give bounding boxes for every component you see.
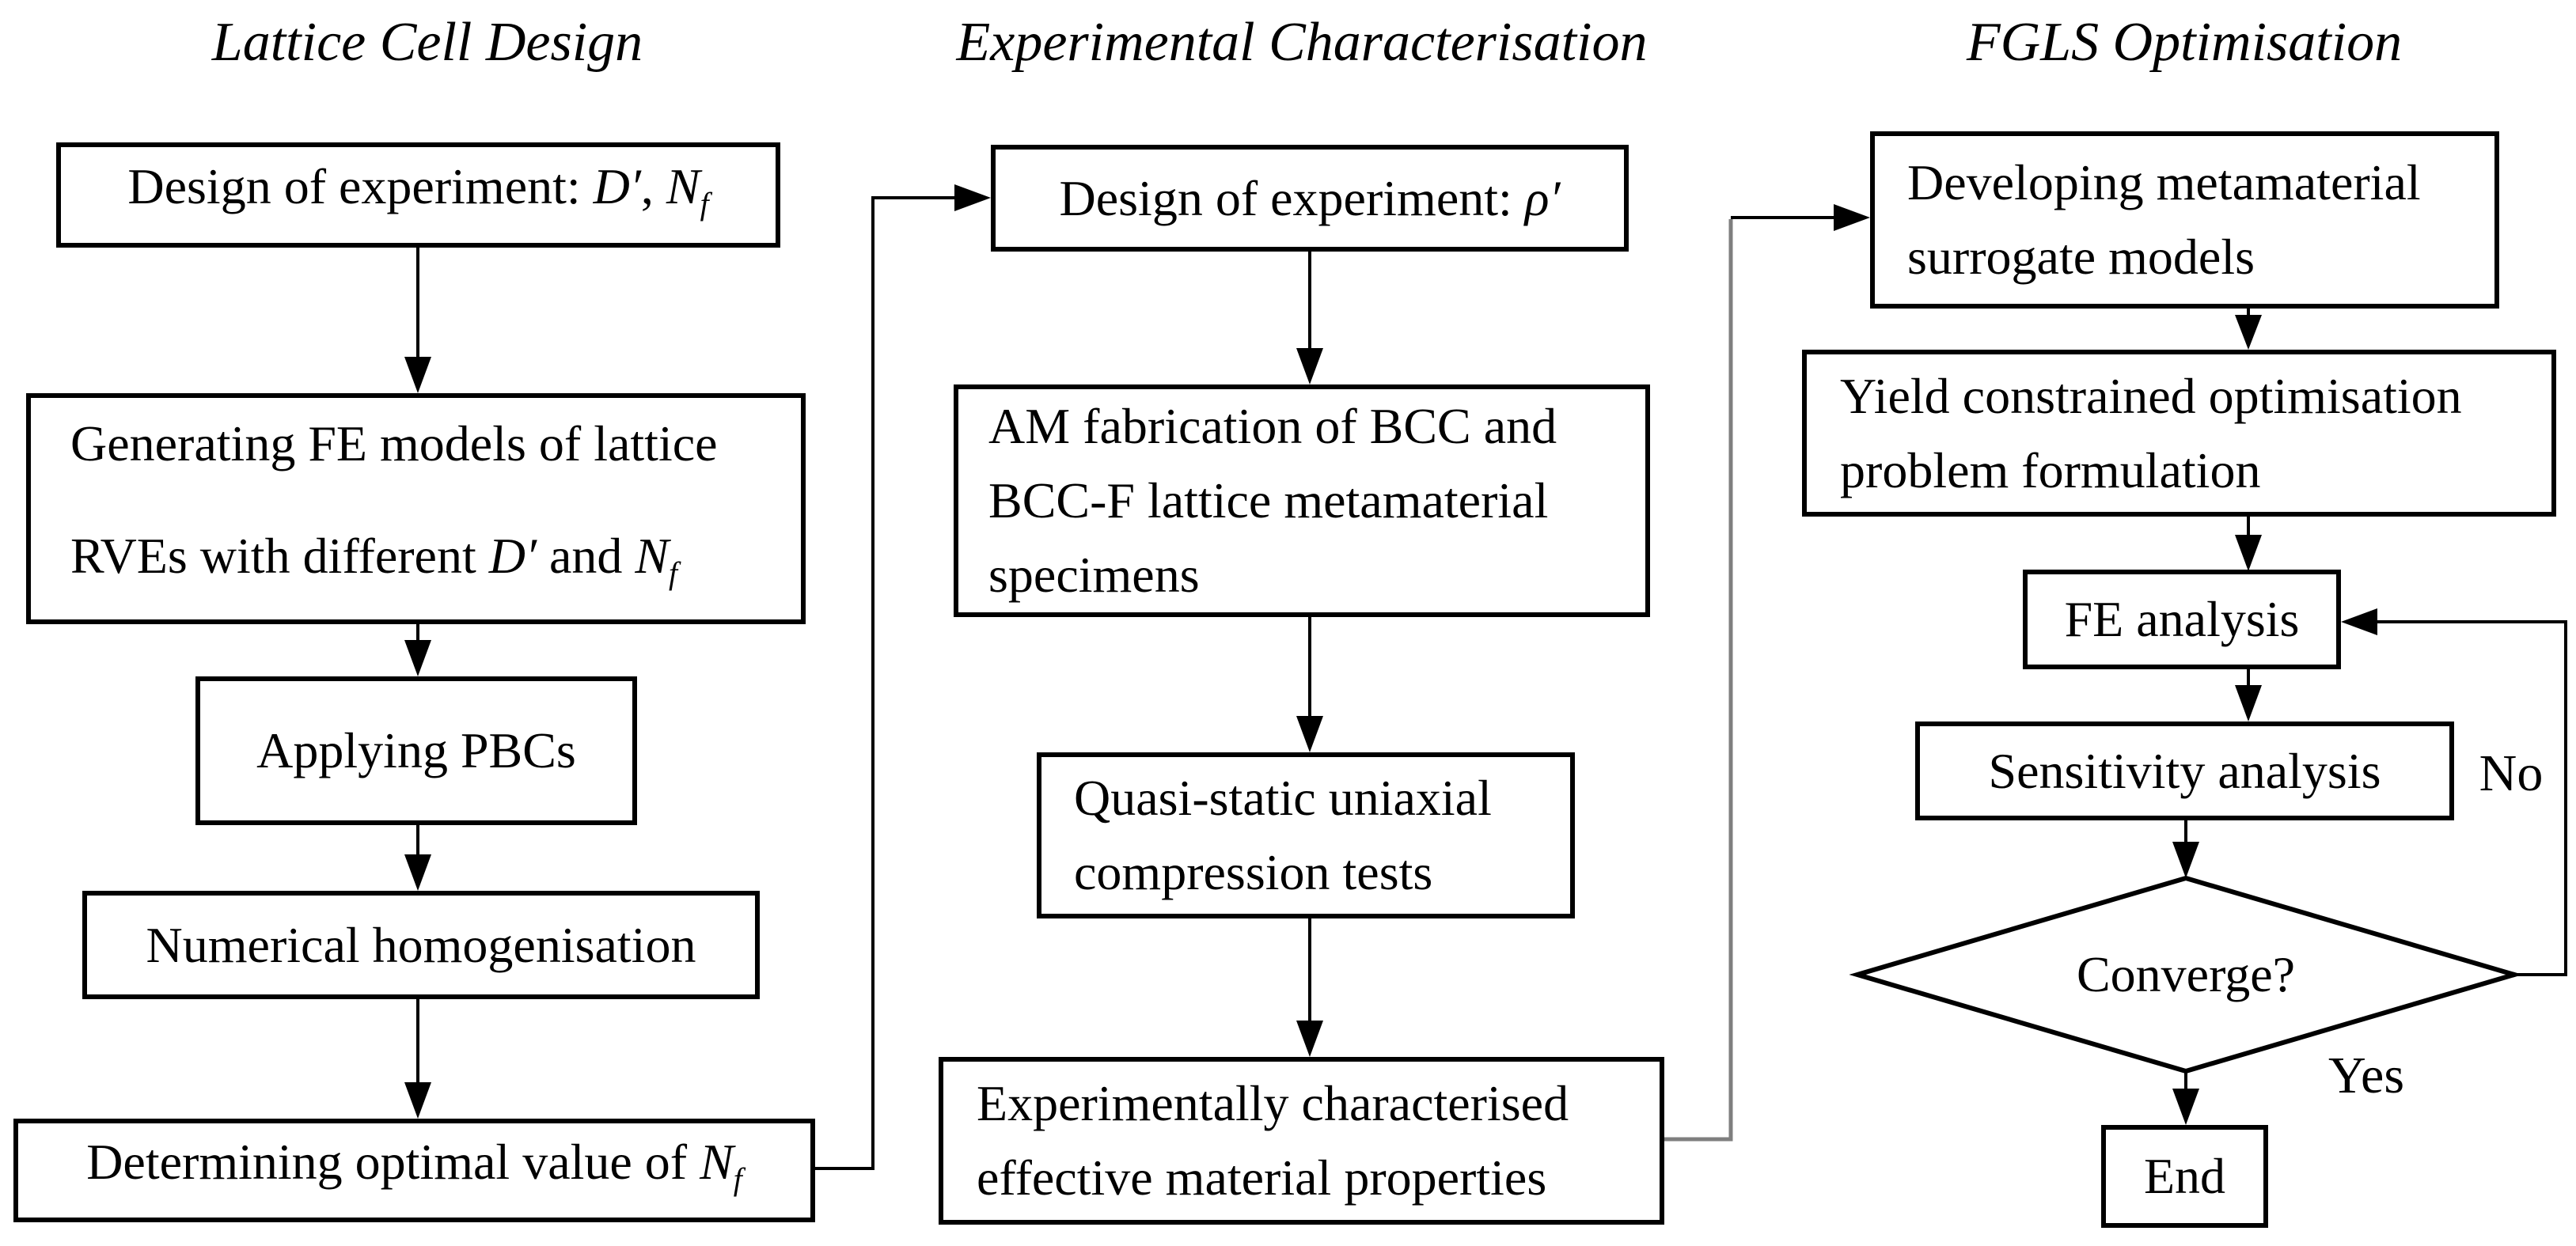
box-text-line: End (2143, 1148, 2226, 1204)
box-text-line: Determining optimal value of Nf (86, 1133, 742, 1197)
connector-properties-to-surrogate-grey (1664, 219, 1733, 1142)
box-text-line: Design of experiment: ρ′ (1059, 169, 1561, 226)
box-text-line: FE analysis (2064, 591, 2300, 647)
box-text-line: Developing metamaterial (1907, 154, 2421, 210)
box-text-line: surrogate models (1907, 229, 2255, 285)
arrowhead-amfab-to-compression (1296, 716, 1323, 752)
box-text-line: Sensitivity analysis (1988, 742, 2381, 799)
decision-label-converge: Converge? (2076, 946, 2296, 1002)
arrowhead-compression-to-properties (1296, 1021, 1323, 1057)
box-fe-analysis: FE analysis (2023, 570, 2341, 669)
box-generating-fe-models: Generating FE models of lattice RVEs wit… (26, 393, 806, 624)
edge-label-no: No (2479, 744, 2544, 802)
box-text-line: Quasi-static uniaxial (1074, 770, 1492, 826)
arrowhead-surrogate-to-yield (2235, 315, 2262, 350)
arrowhead-converge-no-to-fe (2341, 608, 2377, 635)
arrowhead-homogenisation-to-optimal (404, 1082, 431, 1119)
arrowhead-properties-to-surrogate (1834, 204, 1870, 231)
box-compression-tests: Quasi-static uniaxial compression tests (1037, 752, 1575, 918)
box-text-line: Design of experiment: D′, Nf (127, 157, 709, 222)
column-header-experimental-characterisation: Experimental Characterisation (956, 12, 1648, 73)
box-yield-constrained-optimisation: Yield constrained optimisation problem f… (1802, 350, 2556, 517)
box-text-line: Generating FE models of lattice (70, 415, 718, 472)
box-design-of-experiment-rho: Design of experiment: ρ′ (991, 145, 1629, 252)
arrowhead-fe-to-sensitivity (2235, 685, 2262, 721)
box-determining-optimal-nf: Determining optimal value of Nf (13, 1119, 815, 1222)
edge-label-yes: Yes (2328, 1047, 2405, 1104)
arrowhead-converge-to-end (2172, 1089, 2199, 1125)
box-end: End (2101, 1125, 2268, 1228)
box-text-line: Experimentally characterised (977, 1075, 1569, 1131)
arrowhead-yield-to-fe (2235, 535, 2262, 571)
arrowhead-optimal-to-doe2 (954, 184, 991, 211)
box-developing-surrogate-models: Developing metamaterial surrogate models (1870, 131, 2499, 309)
box-am-fabrication: AM fabrication of BCC and BCC-F lattice … (954, 384, 1650, 617)
box-text-line: effective material properties (977, 1149, 1547, 1206)
box-experimentally-characterised-properties: Experimentally characterised effective m… (939, 1057, 1664, 1225)
column-header-lattice-cell-design: Lattice Cell Design (211, 12, 643, 73)
arrowhead-femodels-to-pbcs (404, 640, 431, 676)
box-text-line: compression tests (1074, 844, 1433, 900)
box-text-line: BCC-F lattice metamaterial (988, 472, 1549, 528)
box-text-line: Yield constrained optimisation (1840, 367, 2462, 424)
box-text-line: AM fabrication of BCC and (988, 398, 1557, 454)
connector-optimal-to-doe2 (815, 196, 956, 1170)
box-text-line: specimens (988, 547, 1200, 603)
box-text-line: Numerical homogenisation (146, 916, 696, 973)
box-text-line: Applying PBCs (256, 722, 576, 778)
arrowhead-pbcs-to-homogenisation (404, 854, 431, 891)
box-sensitivity-analysis: Sensitivity analysis (1915, 721, 2454, 820)
arrowhead-sensitivity-to-converge (2172, 842, 2199, 878)
box-text-line: RVEs with different D′ and Nf (70, 528, 678, 591)
box-design-of-experiment-d-nf: Design of experiment: D′, Nf (56, 142, 780, 248)
box-applying-pbcs: Applying PBCs (195, 676, 637, 825)
arrowhead-doe2-to-amfab (1296, 348, 1323, 384)
column-header-fgls-optimisation: FGLS Optimisation (1966, 12, 2403, 73)
box-text-line: problem formulation (1840, 441, 2261, 498)
box-numerical-homogenisation: Numerical homogenisation (82, 891, 760, 999)
